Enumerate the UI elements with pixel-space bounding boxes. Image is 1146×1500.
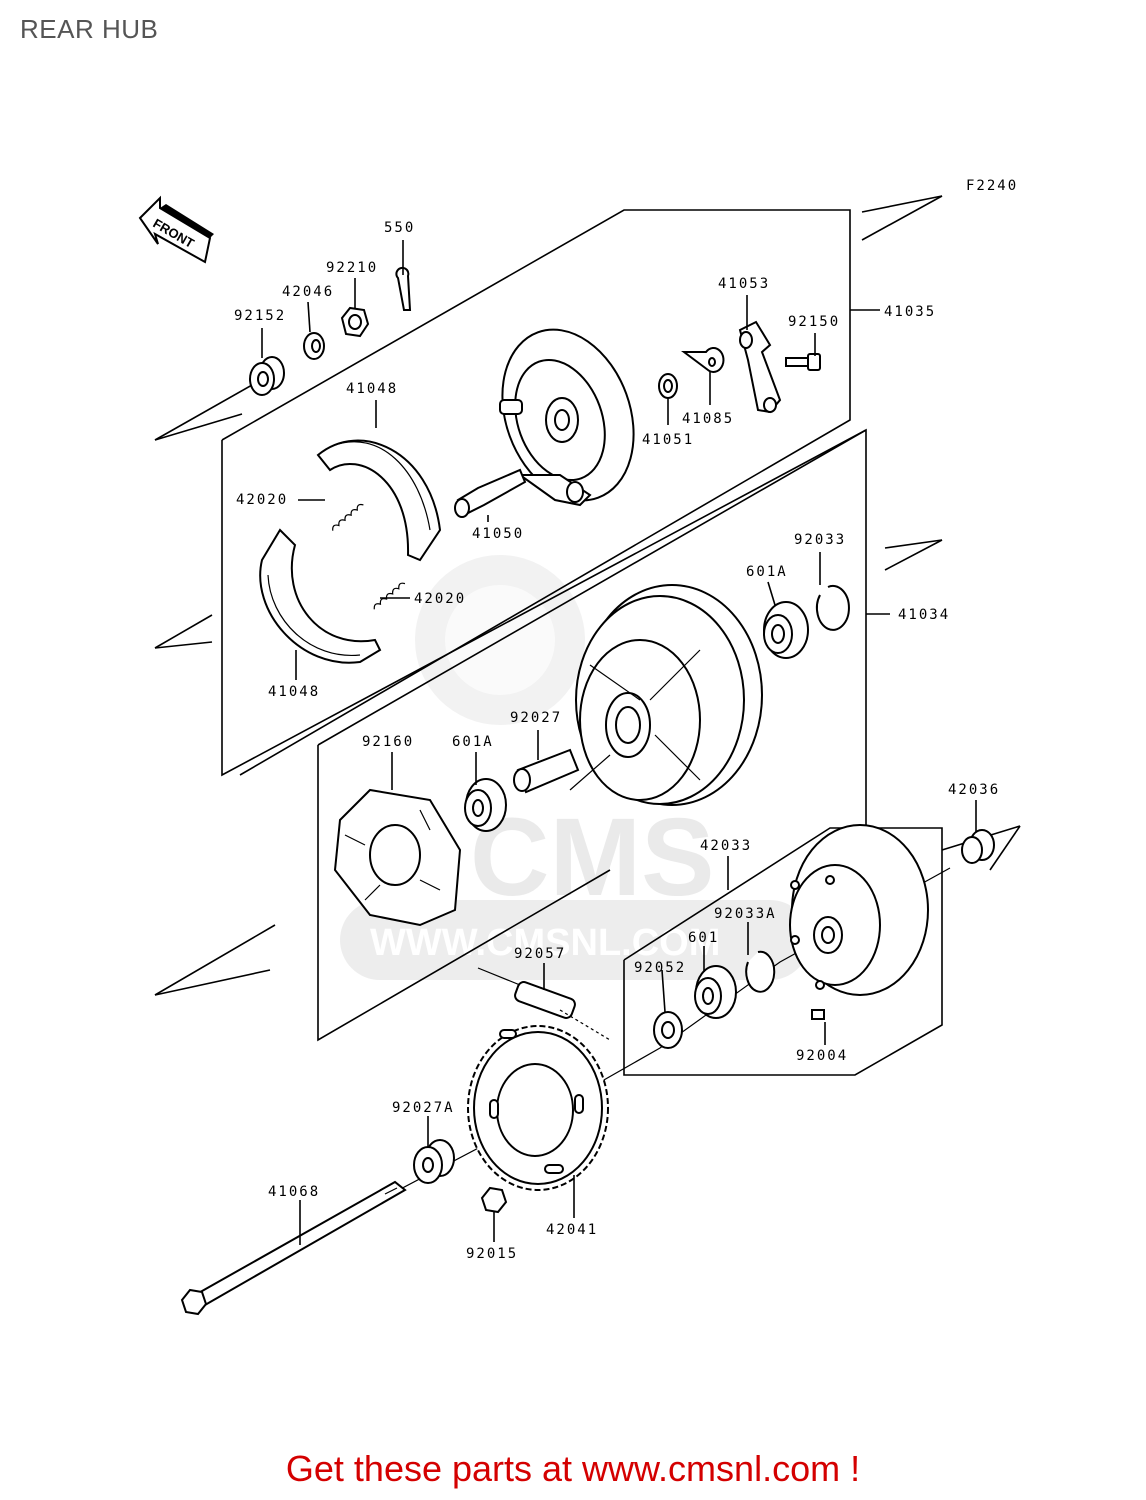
- label-550: 550: [384, 220, 415, 236]
- part-92033-circlip: [815, 584, 850, 631]
- label-41050: 41050: [472, 526, 524, 542]
- watermark-brand: CMS: [470, 796, 714, 919]
- label-92027: 92027: [510, 710, 562, 726]
- label-92027A: 92027A: [392, 1100, 455, 1116]
- part-92027-collar: [513, 748, 580, 794]
- label-41068: 41068: [268, 1184, 320, 1200]
- part-92052-oil-seal: [653, 1011, 683, 1049]
- part-41048-brake-shoe-lower: [259, 528, 382, 664]
- label-92004: 92004: [796, 1048, 848, 1064]
- label-92033A: 92033A: [714, 906, 777, 922]
- label-41035: 41035: [884, 304, 936, 320]
- leader-lines: [261, 240, 977, 1245]
- label-92210: 92210: [326, 260, 378, 276]
- part-41068-axle: [180, 1180, 407, 1316]
- part-41051-ring: [658, 373, 678, 399]
- part-92160-damper: [333, 788, 462, 927]
- part-92004-stud: [811, 1009, 825, 1020]
- part-550-cotter-pin: [395, 266, 412, 311]
- part-92057-chain: [477, 967, 611, 1041]
- part-42046-washer: [303, 332, 325, 360]
- part-42020-spring-lower: [373, 582, 406, 610]
- part-92210-castle-nut: [340, 306, 370, 338]
- part-41048-brake-shoe-upper: [316, 439, 442, 562]
- label-92160: 92160: [362, 734, 414, 750]
- part-92027A-collar: [413, 1139, 455, 1184]
- part-42036-collar: [961, 829, 995, 864]
- part-92150-bolt: [785, 353, 821, 371]
- part-41053-cam-lever: [738, 320, 782, 414]
- part-92152-collar: [249, 356, 285, 396]
- label-92152: 92152: [234, 308, 286, 324]
- part-42041-sprocket: [467, 1025, 609, 1191]
- page-title: REAR HUB: [20, 14, 159, 44]
- label-601A-upper: 601A: [746, 564, 788, 580]
- group-42033-outline: [623, 827, 943, 1076]
- label-41053: 41053: [718, 276, 770, 292]
- label-42020-lower: 42020: [414, 591, 466, 607]
- figure-code: F2240: [966, 178, 1018, 194]
- label-92150: 92150: [788, 314, 840, 330]
- label-42020-upper: 42020: [236, 492, 288, 508]
- part-labels: 550 92210 42046 92152 41053 92150 41035 …: [234, 220, 1000, 1262]
- part-41085-indicator: [681, 347, 725, 373]
- label-42033: 42033: [700, 838, 752, 854]
- label-92057: 92057: [514, 946, 566, 962]
- label-41085: 41085: [682, 411, 734, 427]
- label-41051: 41051: [642, 432, 694, 448]
- part-41050-cam-shaft: [454, 468, 527, 518]
- label-41048-upper: 41048: [346, 381, 398, 397]
- part-brake-panel: [499, 328, 635, 507]
- group-41034-outline: [317, 428, 890, 1042]
- label-42036: 42036: [948, 782, 1000, 798]
- parts-banner-link[interactable]: Get these parts at www.cmsnl.com !: [285, 1448, 861, 1489]
- part-601A-bearing-upper: [763, 601, 809, 659]
- watermark-url: WWW.CMSNL.COM: [370, 922, 720, 964]
- label-92052: 92052: [634, 960, 686, 976]
- label-41034: 41034: [898, 607, 950, 623]
- label-601A-lower: 601A: [452, 734, 494, 750]
- label-42041: 42041: [546, 1222, 598, 1238]
- perspective-ticks: [154, 195, 1021, 996]
- group-41035-outline: [221, 209, 880, 777]
- part-92015-nut: [480, 1186, 508, 1214]
- part-601-bearing: [694, 965, 737, 1019]
- label-41048-lower: 41048: [268, 684, 320, 700]
- label-92033: 92033: [794, 532, 846, 548]
- front-arrow-icon: FRONT: [138, 195, 214, 264]
- part-42020-spring-upper: [332, 503, 364, 531]
- part-41034-wheel-hub: [569, 584, 763, 806]
- part-601A-bearing-lower: [464, 778, 507, 832]
- part-42033-coupling: [789, 824, 929, 996]
- label-42046: 42046: [282, 284, 334, 300]
- part-92033A-circlip: [745, 950, 776, 993]
- label-92015: 92015: [466, 1246, 518, 1262]
- label-601: 601: [688, 930, 719, 946]
